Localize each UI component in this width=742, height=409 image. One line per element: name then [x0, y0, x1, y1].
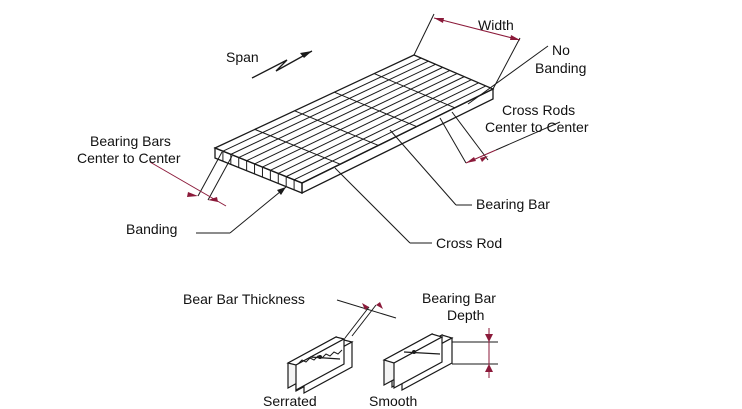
grating-panel [213, 54, 495, 195]
no-banding-label-line2: Banding [535, 60, 586, 76]
serrated-bar-detail [286, 335, 354, 395]
bearing-bar-line [285, 82, 479, 178]
width-label: Width [478, 17, 514, 33]
bearing-bar-depth-label-line1: Bearing Bar [422, 290, 496, 306]
depth-dimension [452, 328, 498, 378]
cross-rods [254, 73, 455, 165]
bearing-bar-line [230, 60, 429, 155]
cross-rods-label-line2: Center to Center [485, 119, 589, 135]
bearing-bar-leader [389, 129, 472, 206]
serrated-label: Serrated [263, 393, 317, 409]
bearing-bar-line [270, 76, 465, 171]
thickness-dimension [336, 299, 397, 339]
banding-leader [196, 186, 287, 234]
bearing-bar-line [222, 57, 422, 152]
cross-rod-label: Cross Rod [436, 235, 502, 251]
no-banding-leader [467, 45, 549, 105]
bear-bar-thickness-label: Bear Bar Thickness [183, 291, 305, 307]
cross-rod-line [334, 91, 417, 128]
no-banding-label-line1: No [552, 42, 570, 58]
cross-rod-line [374, 73, 455, 109]
smooth-bar-detail [382, 332, 454, 392]
bearing-bar-line [246, 66, 443, 162]
span-label: Span [226, 49, 259, 65]
bearing-bars [222, 57, 487, 190]
bearing-bar-line [278, 79, 472, 174]
grating-side-face [301, 87, 494, 195]
bearing-bars-dimension [149, 151, 233, 207]
cross-rod-leader [334, 167, 432, 244]
bearing-bars-label-line2: Center to Center [77, 150, 181, 166]
bearing-bar-line [238, 63, 436, 158]
bearing-bar-label: Bearing Bar [476, 196, 550, 212]
banding-label: Banding [126, 221, 177, 237]
bearing-bar-line [262, 73, 458, 168]
cross-rods-label-line1: Cross Rods [502, 102, 575, 118]
span-arrow [251, 50, 313, 79]
cross-rod-line [294, 110, 379, 146]
width-dimension [413, 13, 521, 90]
bearing-bar-depth-label-line2: Depth [447, 307, 484, 323]
cross-rod-line [254, 128, 341, 165]
smooth-label: Smooth [369, 393, 417, 409]
bearing-bar-line [254, 70, 451, 165]
bearing-bar-line [293, 85, 487, 181]
cross-rods-dimension [439, 111, 561, 164]
bearing-bars-label-line1: Bearing Bars [90, 133, 171, 149]
